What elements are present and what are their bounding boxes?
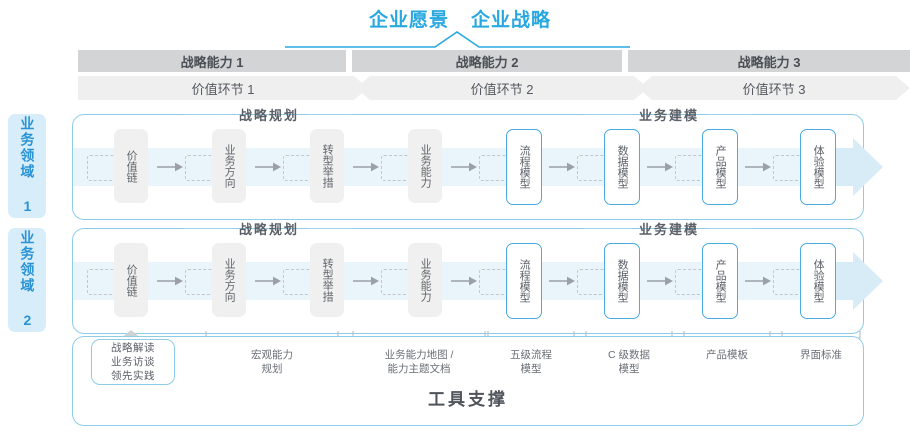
strategic-capability-bar: 战略能力 1 战略能力 2 战略能力 3 — [78, 50, 910, 72]
planning-title-2: 战略规划 — [239, 222, 300, 237]
node-label: 价值链 — [125, 149, 138, 183]
node-label: 业务能力 — [419, 258, 432, 302]
node-business-direction-2[interactable]: 业务方向 — [212, 243, 246, 317]
section-rule-left — [185, 114, 231, 115]
node-label: 流程模型 — [518, 145, 531, 189]
funnel-connector — [285, 30, 630, 50]
arrow-icon — [451, 276, 477, 286]
node-label: 价值链 — [125, 263, 138, 297]
sidebar-item-domain-1[interactable]: 业务领域 1 — [8, 114, 46, 218]
arrow-icon — [255, 276, 281, 286]
value-chain-cell-3[interactable]: 价值环节 3 — [638, 76, 910, 100]
arrow-icon — [157, 276, 183, 286]
node-label: 产品模型 — [714, 259, 727, 303]
arrow-icon — [745, 276, 771, 286]
section-rule-left — [585, 228, 631, 229]
section-header-planning-1: 战略规划 — [185, 105, 354, 124]
node-label: 转型举措 — [321, 144, 334, 188]
pill-line-1: 战略解读 — [111, 341, 155, 354]
node-label: 业务方向 — [223, 144, 236, 188]
section-rule-right — [307, 228, 354, 229]
arrow-icon — [451, 162, 477, 172]
pill-line-3: 领先实践 — [111, 370, 155, 383]
capability-cell-1[interactable]: 战略能力 1 — [78, 50, 346, 72]
node-label: 产品模型 — [714, 145, 727, 189]
tool-support-container: 工具支撑 — [72, 336, 864, 426]
tool-label-data-model: C 级数据模型 — [608, 349, 650, 376]
node-experience-model-2[interactable]: 体验模型 — [800, 243, 836, 319]
value-chain-cell-1[interactable]: 价值环节 1 — [78, 76, 368, 100]
section-rule-left — [585, 114, 631, 115]
section-header-modeling-1: 业务建模 — [585, 105, 754, 124]
arrow-icon — [157, 162, 183, 172]
flow-arrow-head-1 — [825, 138, 883, 196]
node-business-capability-1[interactable]: 业务能力 — [408, 129, 442, 203]
tool-label-capability-map: 业务能力地图 /能力主题文档 — [384, 349, 454, 376]
arrow-icon — [745, 162, 771, 172]
node-business-direction-1[interactable]: 业务方向 — [212, 129, 246, 203]
flow-arrow-head-2 — [825, 252, 883, 310]
arrow-icon — [647, 162, 673, 172]
arrow-icon — [353, 162, 379, 172]
enterprise-vision-title: 企业愿景 — [368, 9, 449, 31]
section-rule-right — [307, 114, 354, 115]
section-rule-right — [707, 114, 754, 115]
capability-cell-3[interactable]: 战略能力 3 — [628, 50, 910, 72]
domain-row-1: 战略规划 业务建模 价值链 业务方向 转型举措 业务能力 流程模型 — [72, 108, 883, 220]
node-value-chain-2[interactable]: 价值链 — [114, 243, 148, 317]
node-label: 转型举措 — [321, 258, 334, 302]
node-process-model-1[interactable]: 流程模型 — [506, 129, 542, 205]
domain-row-2: 战略规划 业务建模 价值链 业务方向 转型举措 业务能力 流程模型 — [72, 222, 883, 334]
section-header-modeling-2: 业务建模 — [585, 219, 754, 238]
enterprise-strategy-title: 企业战略 — [471, 9, 552, 31]
tool-label-ui-standard: 界面标准 — [800, 349, 842, 361]
enterprise-titles: 企业愿景 企业战略 — [330, 5, 590, 31]
node-label: 体验模型 — [812, 145, 825, 189]
section-rule-left — [185, 228, 231, 229]
arrow-icon — [549, 276, 575, 286]
tool-label-macro-capability: 宏观能力规划 — [251, 349, 293, 376]
node-label: 数据模型 — [616, 145, 629, 189]
arrow-icon — [549, 162, 575, 172]
value-chain-bar: 价值环节 1 价值环节 2 价值环节 3 — [78, 76, 910, 100]
pill-line-2: 业务访谈 — [111, 355, 155, 368]
node-label: 业务能力 — [419, 144, 432, 188]
arrow-icon — [647, 276, 673, 286]
planning-title-1: 战略规划 — [239, 108, 300, 123]
node-label: 业务方向 — [223, 258, 236, 302]
node-process-model-2[interactable]: 流程模型 — [506, 243, 542, 319]
tool-label-product-template: 产品模板 — [706, 349, 748, 361]
node-product-model-2[interactable]: 产品模型 — [702, 243, 738, 319]
section-rule-right — [707, 228, 754, 229]
node-label: 流程模型 — [518, 259, 531, 303]
domain-1-label: 业务领域 1 — [19, 116, 36, 216]
node-product-model-1[interactable]: 产品模型 — [702, 129, 738, 205]
section-header-planning-2: 战略规划 — [185, 219, 354, 238]
value-chain-cell-2[interactable]: 价值环节 2 — [356, 76, 648, 100]
modeling-title-2: 业务建模 — [639, 222, 700, 237]
node-data-model-1[interactable]: 数据模型 — [604, 129, 640, 205]
node-experience-model-1[interactable]: 体验模型 — [800, 129, 836, 205]
tool-pill-strategy-inputs[interactable]: 战略解读 业务访谈 领先实践 — [91, 339, 175, 385]
tool-support-title: 工具支撑 — [428, 390, 508, 409]
node-label: 数据模型 — [616, 259, 629, 303]
node-transformation-measures-2[interactable]: 转型举措 — [310, 243, 344, 317]
node-label: 体验模型 — [812, 259, 825, 303]
arrow-icon — [353, 276, 379, 286]
tool-label-process-model: 五级流程模型 — [510, 349, 552, 376]
node-value-chain-1[interactable]: 价值链 — [114, 129, 148, 203]
node-business-capability-2[interactable]: 业务能力 — [408, 243, 442, 317]
node-transformation-measures-1[interactable]: 转型举措 — [310, 129, 344, 203]
modeling-title-1: 业务建模 — [639, 108, 700, 123]
sidebar-item-domain-2[interactable]: 业务领域 2 — [8, 228, 46, 332]
capability-cell-2[interactable]: 战略能力 2 — [352, 50, 622, 72]
arrow-icon — [255, 162, 281, 172]
domain-2-label: 业务领域 2 — [19, 230, 36, 330]
node-data-model-2[interactable]: 数据模型 — [604, 243, 640, 319]
